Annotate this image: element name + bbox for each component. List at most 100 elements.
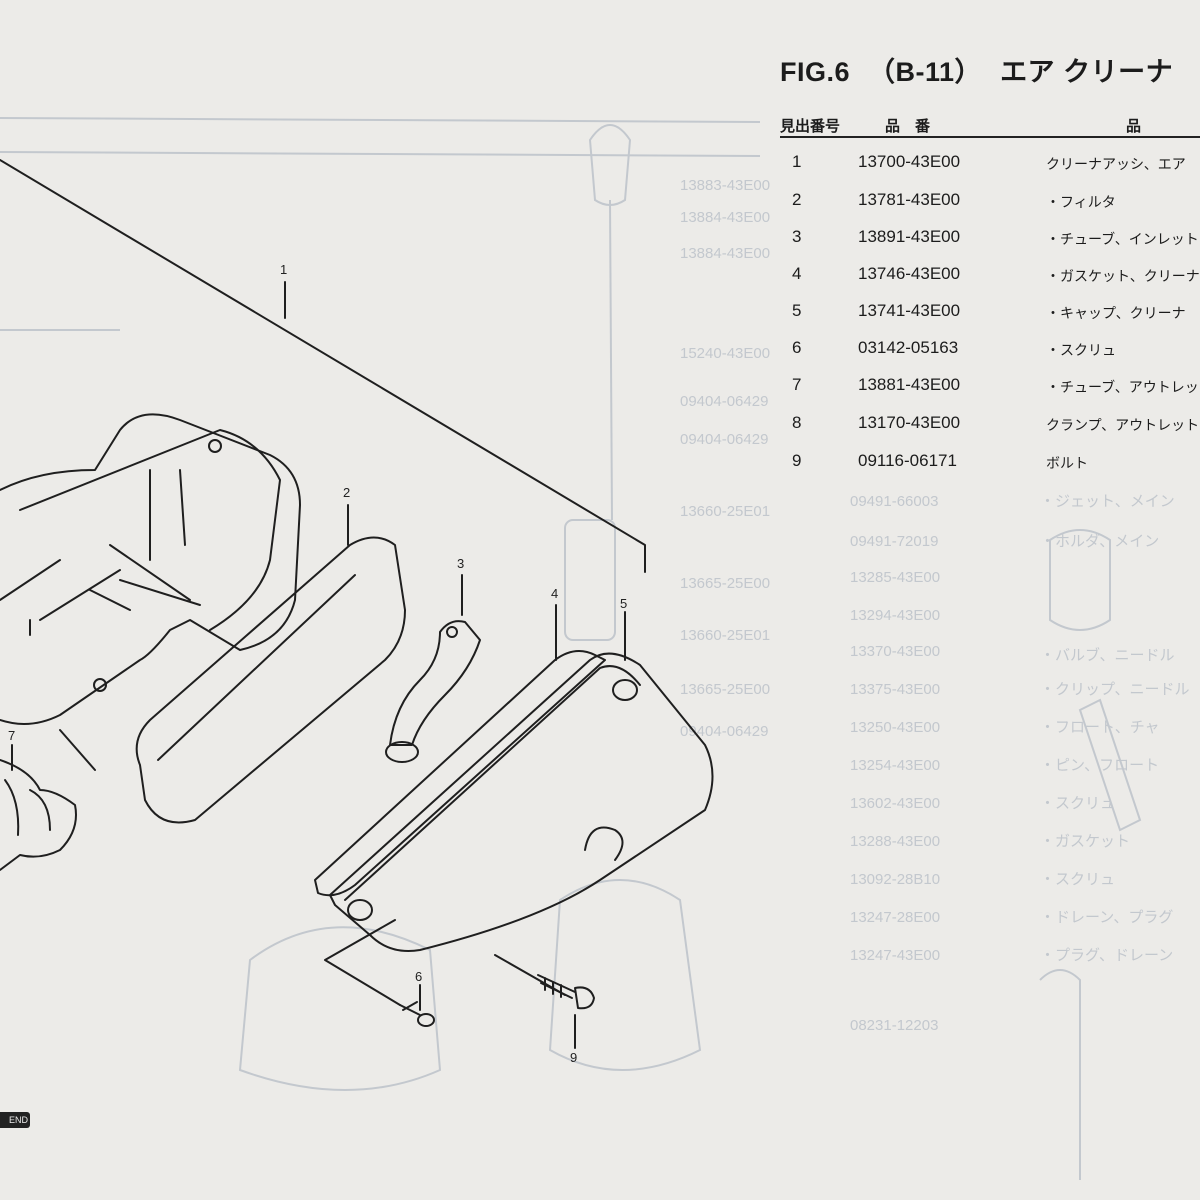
row-description: ・フィルタ: [1046, 194, 1116, 210]
table-row: 9 09116-06171 ボルト: [0, 451, 1200, 481]
row-description: ・チューブ、アウトレット: [1046, 379, 1200, 395]
callout-9: 9: [570, 1050, 577, 1065]
svg-text:13883-43E00: 13883-43E00: [680, 177, 770, 194]
table-row: 5 13741-43E00 ・キャップ、クリーナ: [0, 301, 1200, 331]
svg-text:13247-28E00: 13247-28E00: [850, 909, 940, 926]
svg-text:・プラグ、ドレーン: ・プラグ、ドレーン: [1040, 947, 1173, 964]
svg-text:13370-43E00: 13370-43E00: [850, 643, 940, 660]
row-ref-no: 2: [792, 190, 802, 209]
row-ref-no: 6: [792, 338, 802, 357]
svg-text:・スクリュ: ・スクリュ: [1040, 795, 1115, 812]
svg-text:・ホルダ、メイン: ・ホルダ、メイン: [1040, 533, 1159, 550]
outlet-tube: [0, 759, 77, 871]
svg-text:・ドレーン、プラグ: ・ドレーン、プラグ: [1040, 909, 1173, 926]
svg-text:13247-43E00: 13247-43E00: [850, 947, 940, 964]
svg-text:・フロート、チャ: ・フロート、チャ: [1040, 719, 1160, 736]
svg-text:13665-25E00: 13665-25E00: [680, 681, 770, 698]
row-part-no: 13741-43E00: [858, 301, 961, 320]
svg-text:09404-06429: 09404-06429: [680, 431, 768, 448]
cleaner-housing: [0, 413, 301, 725]
bolt-part: [537, 974, 576, 999]
callout-6: 6: [415, 969, 422, 984]
row-description: ・スクリュ: [1046, 342, 1116, 358]
row-ref-no: 1: [792, 152, 802, 171]
svg-text:13092-28B10: 13092-28B10: [850, 871, 940, 888]
row-description: ボルト: [1046, 455, 1088, 471]
figure-title: FIG.6 （B-11） エア クリーナ: [780, 50, 1191, 89]
leader-line-1: [0, 159, 646, 573]
row-part-no: 13170-43E00: [858, 413, 961, 432]
callout-5: 5: [620, 596, 627, 611]
cleaner-gasket: [314, 650, 606, 897]
figure-name: エア クリーナ: [1000, 57, 1174, 87]
svg-text:・ジェット、メイン: ・ジェット、メイン: [1040, 493, 1175, 510]
svg-text:・スクリュ: ・スクリュ: [1040, 871, 1115, 888]
svg-text:09491-72019: 09491-72019: [850, 533, 938, 550]
svg-text:15240-43E00: 15240-43E00: [680, 345, 770, 362]
row-description: クランプ、アウトレット: [1046, 417, 1200, 433]
svg-text:13285-43E00: 13285-43E00: [850, 569, 940, 586]
svg-text:・ガスケット: ・ガスケット: [1040, 833, 1130, 850]
row-ref-no: 7: [792, 375, 802, 394]
row-part-no: 13781-43E00: [858, 190, 961, 209]
svg-text:09404-06429: 09404-06429: [680, 723, 768, 740]
row-part-no: 13746-43E00: [858, 264, 961, 283]
leader-line-6-9: [324, 919, 566, 1006]
row-description: ・キャップ、クリーナ: [1046, 305, 1186, 321]
svg-text:13884-43E00: 13884-43E00: [680, 245, 770, 262]
svg-text:09404-06429: 09404-06429: [680, 393, 768, 410]
row-part-no: 13700-43E00: [858, 152, 961, 171]
figure-label: FIG.6: [780, 57, 851, 87]
svg-text:13660-25E01: 13660-25E01: [680, 627, 770, 644]
svg-text:・クリップ、ニードル: ・クリップ、ニードル: [1040, 681, 1190, 698]
filter-element: [135, 536, 406, 824]
table-row: 3 13891-43E00 ・チューブ、インレット: [0, 227, 1200, 257]
row-ref-no: 5: [792, 301, 802, 320]
row-part-no: 13881-43E00: [858, 375, 961, 394]
svg-text:・ピン、フロート: ・ピン、フロート: [1040, 757, 1159, 774]
leader-line-7: [11, 729, 96, 771]
row-description: クリーナアッシ、エア: [1046, 156, 1186, 172]
screw-part: [399, 1001, 421, 1016]
table-row: 2 13781-43E00 ・フィルタ: [0, 190, 1200, 220]
svg-text:08231-12203: 08231-12203: [850, 1017, 938, 1034]
row-ref-no: 9: [792, 451, 802, 470]
svg-text:13294-43E00: 13294-43E00: [850, 607, 940, 624]
svg-text:13884-43E00: 13884-43E00: [680, 209, 770, 226]
row-ref-no: 8: [792, 413, 802, 432]
row-part-no: 03142-05163: [858, 338, 959, 357]
svg-text:・バルブ、ニードル: ・バルブ、ニードル: [1040, 646, 1175, 664]
svg-text:13375-43E00: 13375-43E00: [850, 681, 940, 698]
table-row: 1 13700-43E00 クリーナアッシ、エア: [0, 152, 1200, 182]
row-description: ・チューブ、インレット: [1046, 231, 1199, 247]
header-rule: [780, 136, 1200, 138]
callout-2: 2: [343, 485, 350, 500]
row-ref-no: 4: [792, 264, 802, 283]
callout-3: 3: [457, 556, 464, 571]
svg-text:13254-43E00: 13254-43E00: [850, 757, 940, 774]
svg-text:13250-43E00: 13250-43E00: [850, 719, 940, 736]
row-part-no: 09116-06171: [858, 451, 957, 470]
table-row: 4 13746-43E00 ・ガスケット、クリーナ: [0, 264, 1200, 294]
figure-code: （B-11）: [868, 57, 983, 87]
end-tag: END: [0, 1112, 30, 1128]
row-part-no: 13891-43E00: [858, 227, 961, 246]
callout-1: 1: [280, 262, 287, 277]
table-row: 6 03142-05163 ・スクリュ: [0, 338, 1200, 368]
svg-text:13288-43E00: 13288-43E00: [850, 833, 940, 850]
table-row: 8 13170-43E00 クランプ、アウトレット: [0, 413, 1200, 443]
callout-7: 7: [8, 728, 15, 743]
svg-text:09491-66003: 09491-66003: [850, 493, 938, 510]
header-description: 品: [1126, 118, 1142, 135]
svg-text:13602-43E00: 13602-43E00: [850, 795, 940, 812]
row-description: ・ガスケット、クリーナ: [1046, 268, 1200, 284]
callout-4: 4: [551, 586, 558, 601]
header-ref-no: 見出番号: [780, 118, 841, 135]
inlet-tube: [389, 620, 481, 746]
svg-text:13660-25E01: 13660-25E01: [680, 503, 770, 520]
header-part-no: 品 番: [885, 118, 931, 135]
cleaner-cap: [329, 652, 714, 952]
